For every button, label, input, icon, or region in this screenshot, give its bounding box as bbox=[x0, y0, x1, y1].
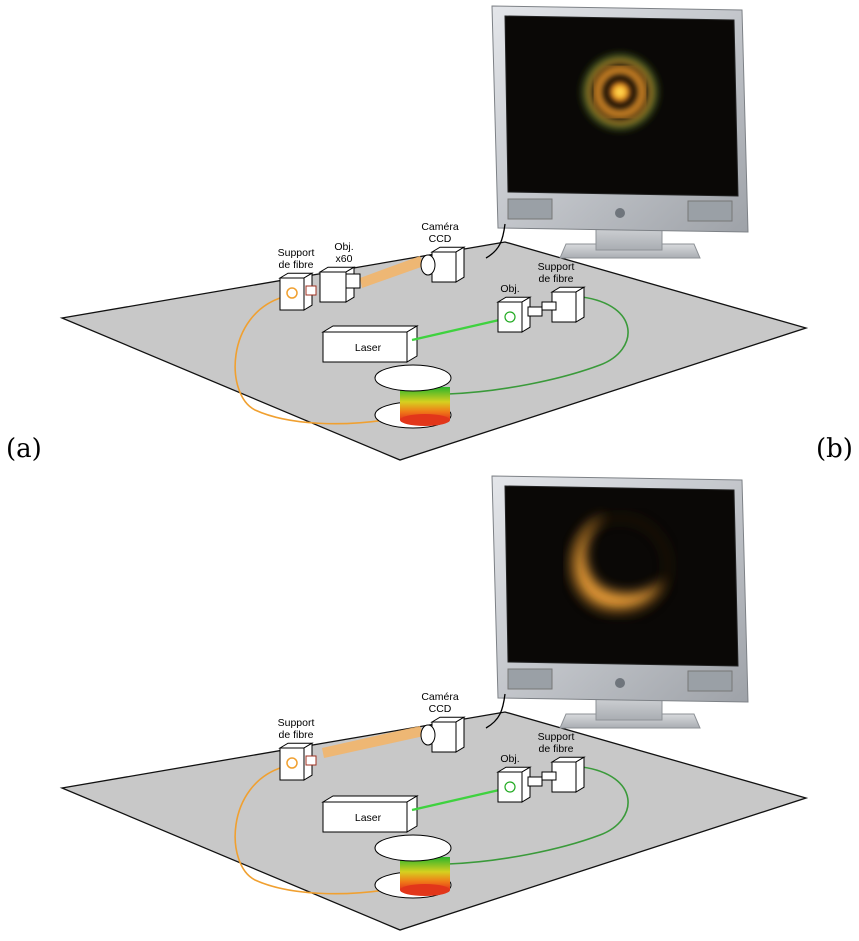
spool-top-disc bbox=[374, 834, 452, 862]
spool-coil-bottom bbox=[400, 414, 450, 426]
label-camera: CCD bbox=[429, 233, 452, 245]
speaker-grille-left bbox=[507, 668, 553, 690]
laser-box-top bbox=[321, 325, 419, 333]
label-camera: Caméra bbox=[421, 691, 459, 703]
monitor-cable bbox=[485, 223, 506, 259]
objective-right-barrel bbox=[527, 306, 543, 317]
logo-icon bbox=[615, 678, 625, 688]
objective-right-lens-icon bbox=[504, 311, 516, 323]
support-right-mount bbox=[550, 286, 586, 323]
optical-table bbox=[59, 711, 809, 931]
camera-beam bbox=[322, 726, 424, 758]
laser-beam bbox=[411, 786, 509, 812]
camera-lens bbox=[420, 724, 436, 746]
ring-core bbox=[607, 79, 633, 105]
label-support-left: de fibre bbox=[278, 259, 313, 271]
laser-box-top bbox=[321, 795, 419, 803]
camera-body-face bbox=[431, 251, 457, 283]
speaker-grille-left bbox=[507, 198, 553, 220]
laser-beam bbox=[411, 316, 509, 342]
laser-box bbox=[321, 795, 419, 833]
support-right-mount bbox=[550, 756, 586, 793]
monitor-base bbox=[559, 243, 701, 259]
label-camera: Caméra bbox=[421, 221, 459, 233]
fiber-spool bbox=[374, 364, 452, 429]
label-support-left: Support bbox=[278, 717, 315, 729]
label-support-left: Support bbox=[278, 247, 315, 259]
label-support-right: de fibre bbox=[538, 273, 573, 285]
speaker-grille-right bbox=[687, 200, 733, 222]
camera-body-side bbox=[455, 246, 465, 283]
objective-right-mount bbox=[496, 296, 532, 333]
support-left-holder bbox=[305, 285, 317, 296]
crescent bbox=[572, 515, 664, 611]
crescent-ring bbox=[570, 516, 670, 616]
label-support-right: de fibre bbox=[538, 743, 573, 755]
laser-box-face bbox=[322, 331, 408, 363]
support-left-fiber-icon bbox=[286, 757, 298, 769]
panel-label-a: (a) bbox=[6, 434, 42, 464]
fiber-orange bbox=[234, 296, 386, 425]
label-support-right: Support bbox=[538, 261, 575, 273]
label-objective-right: Obj. bbox=[500, 753, 519, 765]
support-right-mount-side bbox=[575, 756, 585, 793]
monitor-base bbox=[559, 713, 701, 729]
support-right-holder bbox=[541, 301, 557, 311]
ring-outer bbox=[593, 65, 647, 119]
monitor bbox=[491, 5, 749, 259]
label-objective-right: Obj. bbox=[500, 283, 519, 295]
fiber-orange bbox=[234, 766, 386, 895]
label-support-right: Support bbox=[538, 731, 575, 743]
fiber-spool bbox=[374, 834, 452, 899]
objective-right-lens-icon bbox=[504, 781, 516, 793]
objective-left-barrel bbox=[345, 273, 361, 289]
label-camera: CCD bbox=[429, 703, 452, 715]
laser-label: Laser bbox=[355, 342, 382, 354]
fiber-green bbox=[447, 296, 629, 395]
laser-box-side bbox=[406, 795, 418, 833]
support-right-mount-side bbox=[575, 286, 585, 323]
panel-label-b: (b) bbox=[816, 434, 853, 464]
camera-lens bbox=[420, 254, 436, 276]
laser-label: Laser bbox=[355, 812, 382, 824]
camera-body bbox=[430, 246, 466, 283]
fiber-green bbox=[447, 766, 629, 865]
camera-body-side bbox=[455, 716, 465, 753]
laser-box-side bbox=[406, 325, 418, 363]
objective-right-barrel bbox=[527, 776, 543, 787]
spool-top-disc bbox=[374, 364, 452, 392]
optical-table bbox=[59, 241, 809, 461]
laser-box-face bbox=[322, 801, 408, 833]
monitor-cable bbox=[485, 693, 506, 729]
camera-body-face bbox=[431, 721, 457, 753]
spool-coil-bottom bbox=[400, 884, 450, 896]
camera-beam bbox=[360, 256, 424, 288]
laser-box bbox=[321, 325, 419, 363]
camera-body bbox=[430, 716, 466, 753]
speaker-grille-right bbox=[687, 670, 733, 692]
label-objective-left: x60 bbox=[336, 253, 353, 265]
label-support-left: de fibre bbox=[278, 729, 313, 741]
objective-left-mount-face bbox=[319, 271, 347, 303]
label-objective-left: Obj. bbox=[334, 241, 353, 253]
support-left-holder bbox=[305, 755, 317, 766]
support-right-holder bbox=[541, 771, 557, 781]
logo-icon bbox=[615, 208, 625, 218]
monitor bbox=[491, 475, 749, 729]
support-left-fiber-icon bbox=[286, 287, 298, 299]
monitor-screen bbox=[504, 485, 739, 667]
